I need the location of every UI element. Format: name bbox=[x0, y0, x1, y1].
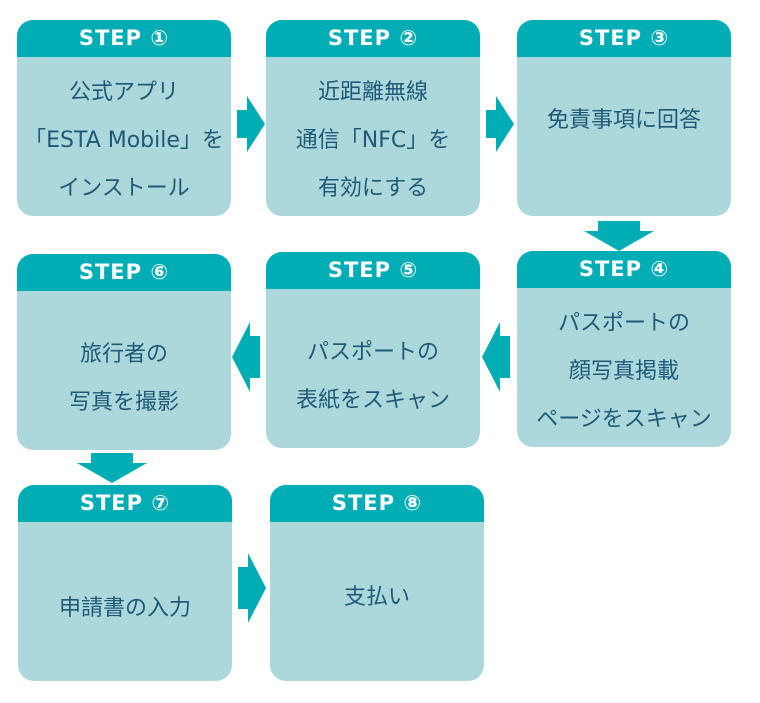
step-card-4: STEP ④ パスポートの 顔写真掲載 ページをスキャン bbox=[517, 251, 731, 447]
arrow-shape bbox=[232, 322, 260, 392]
step-text-line: 支払い bbox=[343, 585, 410, 610]
arrow-right-icon bbox=[486, 96, 514, 152]
arrow-shape bbox=[237, 96, 265, 152]
arrow-down-icon bbox=[77, 453, 147, 483]
step-description: 旅行者の 写真を撮影 bbox=[17, 291, 231, 450]
step-label: STEP ⑤ bbox=[266, 252, 480, 289]
step-card-3: STEP ③ 免責事項に回答 bbox=[517, 20, 731, 216]
step-text-line: パスポートの bbox=[306, 340, 439, 365]
step-card-8: STEP ⑧ 支払い bbox=[270, 485, 484, 681]
step-text-line: 旅行者の bbox=[79, 342, 168, 367]
step-text-line: 申請書の入力 bbox=[58, 596, 191, 621]
arrow-right-icon bbox=[237, 96, 265, 152]
arrow-shape bbox=[482, 322, 510, 392]
step-description: 申請書の入力 bbox=[18, 522, 232, 681]
step-label: STEP ③ bbox=[517, 20, 731, 57]
arrow-down-icon bbox=[584, 221, 654, 251]
step-description: 近距離無線 通信「NFC」を 有効にする bbox=[266, 57, 480, 216]
arrow-shape bbox=[238, 553, 266, 623]
arrow-shape bbox=[486, 96, 514, 152]
step-text-line: 写真を撮影 bbox=[68, 390, 179, 415]
step-label: STEP ⑥ bbox=[17, 254, 231, 291]
step-text-line: 近距離無線 bbox=[317, 80, 428, 105]
step-description: 公式アプリ 「ESTA Mobile」を インストール bbox=[17, 57, 231, 216]
arrow-left-icon bbox=[232, 322, 260, 392]
arrow-left-icon bbox=[482, 322, 510, 392]
step-card-7: STEP ⑦ 申請書の入力 bbox=[18, 485, 232, 681]
step-card-1: STEP ① 公式アプリ 「ESTA Mobile」を インストール bbox=[17, 20, 231, 216]
arrow-right-icon bbox=[238, 553, 266, 623]
step-description: パスポートの 表紙をスキャン bbox=[266, 289, 480, 448]
step-text-line: 「ESTA Mobile」を bbox=[24, 128, 224, 153]
step-description: 免責事項に回答 bbox=[517, 57, 731, 216]
step-label: STEP ⑦ bbox=[18, 485, 232, 522]
step-text-line: 表紙をスキャン bbox=[295, 388, 450, 413]
step-label: STEP ① bbox=[17, 20, 231, 57]
step-text-line: ページをスキャン bbox=[536, 407, 712, 432]
step-card-2: STEP ② 近距離無線 通信「NFC」を 有効にする bbox=[266, 20, 480, 216]
step-description: パスポートの 顔写真掲載 ページをスキャン bbox=[517, 288, 731, 447]
step-text-line: 顔写真掲載 bbox=[568, 359, 679, 384]
step-text-line: 通信「NFC」を bbox=[295, 128, 451, 153]
step-text-line: 公式アプリ bbox=[68, 80, 179, 105]
arrow-shape bbox=[77, 453, 147, 483]
step-label: STEP ② bbox=[266, 20, 480, 57]
step-label: STEP ⑧ bbox=[270, 485, 484, 522]
step-text-line: インストール bbox=[58, 176, 190, 201]
step-text-line: 有効にする bbox=[317, 176, 429, 201]
step-text-line: パスポートの bbox=[557, 311, 690, 336]
step-card-5: STEP ⑤ パスポートの 表紙をスキャン bbox=[266, 252, 480, 448]
step-description: 支払い bbox=[270, 522, 484, 681]
step-card-6: STEP ⑥ 旅行者の 写真を撮影 bbox=[17, 254, 231, 450]
step-label: STEP ④ bbox=[517, 251, 731, 288]
arrow-shape bbox=[584, 221, 654, 251]
step-text-line: 免責事項に回答 bbox=[546, 108, 701, 133]
